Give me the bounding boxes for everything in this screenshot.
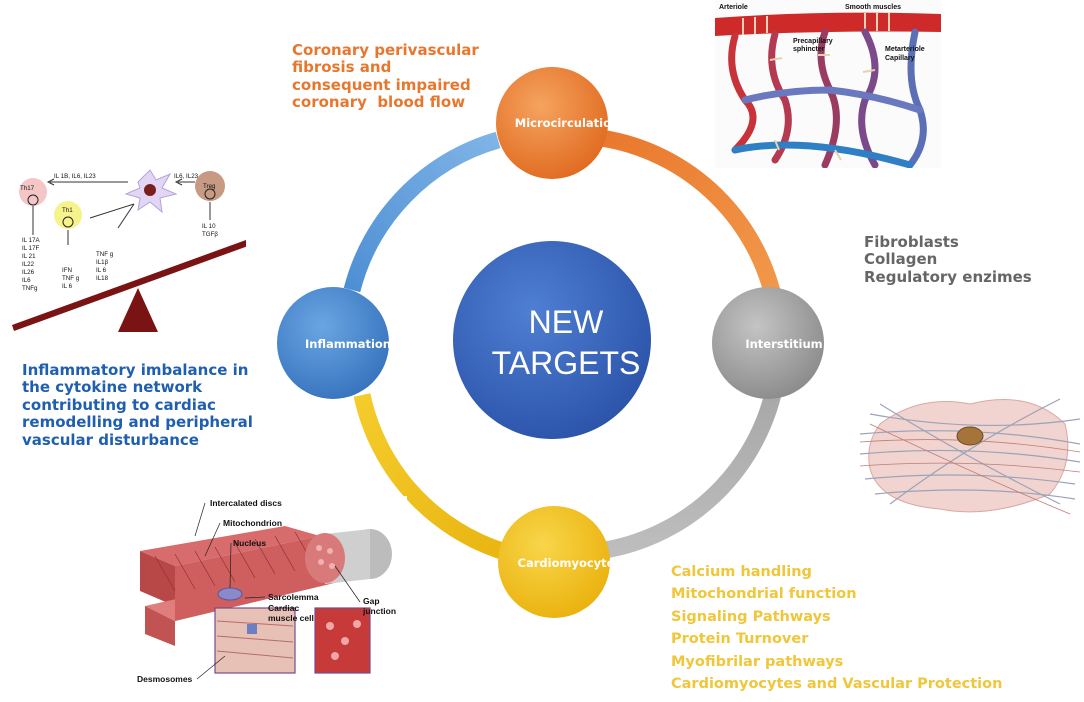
svg-text:IL 10: IL 10 [202, 223, 216, 230]
arrow-left-label: IL 1B, IL6, IL23 [54, 173, 96, 180]
interstitium-line-1: Fibroblasts [864, 233, 959, 251]
microcirculation-line-3: consequent impaired [292, 75, 471, 94]
center-circle [453, 241, 651, 439]
node-interstitium [712, 287, 824, 399]
inflammation-line-4: remodelling and peripheral [22, 413, 253, 432]
node-cardiomyocyte-label: Cardiomyocyte [518, 556, 615, 570]
interstitium-illustration [860, 398, 1080, 515]
label-nucleus: Nucleus [233, 538, 266, 548]
svg-text:IFN: IFN [62, 267, 72, 274]
svg-text:TNFg: TNFg [22, 285, 38, 292]
microcirculation-line-2: fibrosis and [292, 58, 392, 77]
arc-inflammation-cardiomyocyte [353, 393, 508, 561]
node-inflammation-label: Inflammation [305, 337, 391, 351]
inflammation-line-5: vascular disturbance [22, 430, 199, 449]
treg-cell [195, 171, 225, 201]
th1-cell [54, 201, 82, 229]
node-microcirculation-label: Microcirculation [515, 116, 619, 130]
node-interstitium-label: Interstitium [745, 337, 822, 351]
interstitium-line-3: Regulatory enzimes [864, 267, 1032, 286]
treg-label: Treg [203, 183, 216, 190]
svg-text:IL6: IL6 [22, 277, 31, 284]
label-mitochondrion: Mitochondrion [223, 518, 282, 528]
node-microcirculation [496, 67, 608, 179]
interstitium-description: Fibroblasts Collagen Regulatory enzimes [864, 233, 1032, 286]
cardiomyocyte-line-6: Cardiomyocytes and Vascular Protection [671, 676, 1003, 693]
center-title-line1: NEW [529, 304, 604, 340]
microcirculation-description: Coronary perivascular fibrosis and conse… [292, 41, 479, 112]
th1-label: Th1 [62, 207, 73, 214]
label-arteriole: Arteriole [719, 4, 748, 11]
arc-inflammation-microcirculation [343, 131, 501, 293]
svg-text:IL22: IL22 [22, 261, 35, 268]
node-inflammation [277, 287, 389, 399]
label-muscle-cell: muscle cell [268, 613, 314, 623]
label-gap: Gap [363, 596, 380, 606]
label-capillary: Capillary [885, 55, 915, 62]
svg-text:IL 17A: IL 17A [22, 237, 41, 244]
label-junction: junction [362, 606, 396, 616]
label-sarcolemma: Sarcolemma [268, 592, 319, 602]
label-desmosomes: Desmosomes [137, 674, 193, 684]
label-precapillary: Precapillary [793, 38, 833, 45]
inflammation-line-3: contributing to cardiac [22, 395, 216, 414]
cardiomyocyte-line-1: Calcium handling [671, 564, 812, 580]
svg-text:IL1β: IL1β [96, 259, 109, 266]
arrow-right-label: IL6, IL23 [174, 173, 199, 180]
dendritic-cell [124, 169, 178, 214]
cardiomyocyte-description: Calcium handling Mitochondrial function … [671, 561, 1002, 696]
node-cardiomyocyte [498, 506, 610, 618]
svg-text:IL 6: IL 6 [62, 283, 73, 290]
inflammation-line-2: the cytokine network [22, 378, 203, 397]
fibroblast-nucleus [956, 426, 984, 446]
svg-text:IL 17F: IL 17F [22, 245, 40, 252]
seesaw-fulcrum [118, 288, 158, 332]
label-intercalated-discs: Intercalated discs [210, 498, 282, 508]
svg-text:IL26: IL26 [22, 269, 35, 276]
interstitium-line-2: Collagen [864, 250, 938, 269]
inflammation-line-1: Inflammatory imbalance in [22, 361, 249, 379]
svg-text:TGFβ: TGFβ [202, 231, 218, 238]
label-smooth-muscles: Smooth muscles [845, 4, 901, 11]
label-sphincter: sphincter [793, 46, 825, 53]
cardiomyocyte-line-4: Protein Turnover [671, 631, 809, 648]
th17-label: Th17 [20, 185, 35, 192]
svg-text:TNF g: TNF g [96, 251, 114, 258]
cytokine-balance-illustration: Th17 Th1 Treg IL 1B, IL6, IL23 IL6, IL23… [12, 169, 246, 332]
th17-cell [19, 178, 47, 206]
label-metarteriole: Metarteriole [885, 46, 925, 53]
svg-text:IL 21: IL 21 [22, 253, 36, 260]
inflammation-description: Inflammatory imbalance in the cytokine n… [22, 361, 253, 449]
microcirculation-line-4: coronary blood flow [292, 93, 466, 112]
cardiomyocyte-illustration: Intercalated discs Mitochondrion Nucleus… [135, 496, 407, 691]
arc-microcirculation-interstitium [599, 129, 785, 312]
microcirculation-line-1: Coronary perivascular [292, 41, 479, 59]
cardiomyocyte-line-3: Signaling Pathways [671, 608, 831, 625]
svg-text:IL 6: IL 6 [96, 267, 107, 274]
label-cardiac: Cardiac [268, 603, 299, 613]
cardiomyocyte-line-2: Mitochondrial function [671, 586, 857, 603]
cardiomyocyte-line-5: Myofibrilar pathways [671, 653, 844, 670]
svg-text:TNF g: TNF g [62, 275, 80, 282]
seesaw-beam [12, 240, 246, 331]
microcirculation-illustration: Arteriole Smooth muscles Precapillary sp… [715, 0, 941, 168]
svg-text:IL18: IL18 [96, 275, 109, 282]
arc-interstitium-cardiomyocyte [603, 378, 785, 559]
center-title-line2: TARGETS [492, 345, 641, 381]
